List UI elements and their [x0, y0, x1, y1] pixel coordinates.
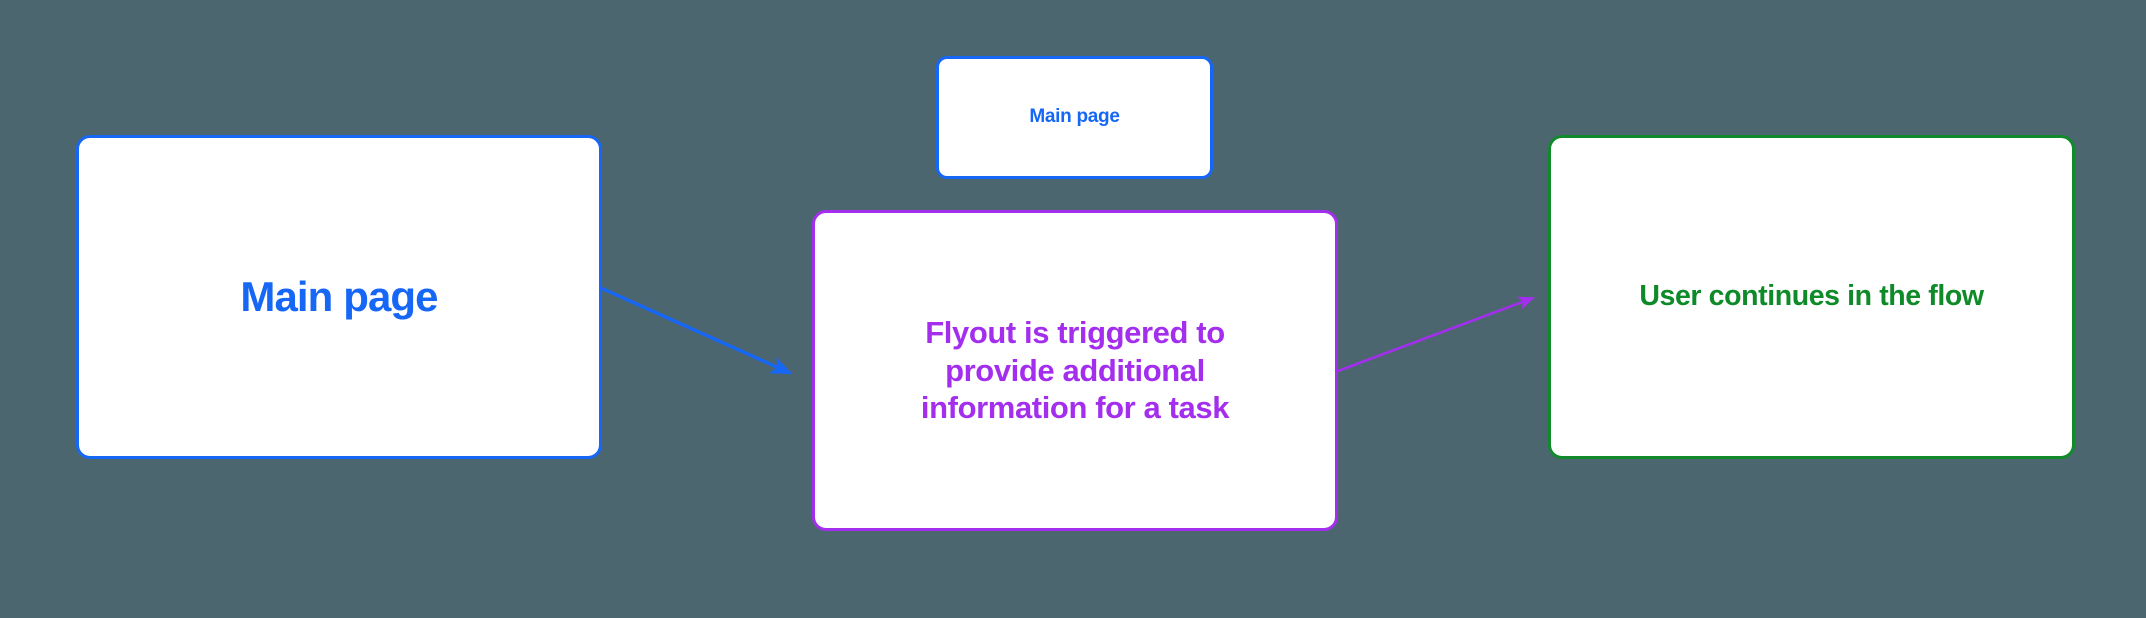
- edge-flyout-to-user-continues: [1337, 296, 1535, 373]
- node-flyout-label-line-3: information for a task: [920, 390, 1230, 426]
- node-flyout[interactable]: Flyout is triggered to provide additiona…: [812, 210, 1338, 531]
- node-user-continues-label: User continues in the flow: [1639, 280, 1984, 313]
- node-flyout-label-line-2: provide additional: [945, 352, 1205, 388]
- node-flyout-label: Flyout is triggered to provide additiona…: [920, 314, 1230, 427]
- node-main-page-small-label: Main page: [1029, 106, 1120, 128]
- edge-main-page-to-flyout: [600, 286, 793, 375]
- node-main-page-small[interactable]: Main page: [936, 56, 1213, 179]
- node-user-continues[interactable]: User continues in the flow: [1548, 135, 2075, 459]
- node-main-page-large-label: Main page: [240, 273, 438, 321]
- node-main-page-large[interactable]: Main page: [76, 135, 602, 459]
- node-flyout-label-line-1: Flyout is triggered to: [925, 314, 1225, 350]
